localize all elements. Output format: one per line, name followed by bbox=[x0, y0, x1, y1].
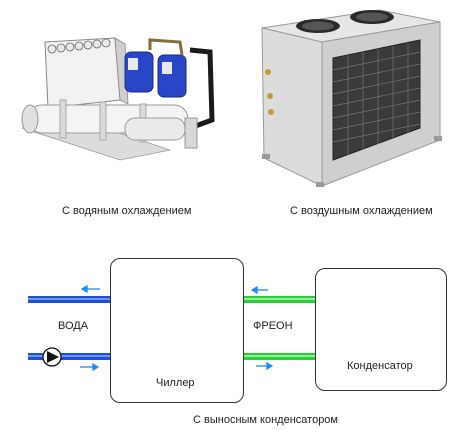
freon-pipes bbox=[243, 296, 316, 360]
chiller-label: Чиллер bbox=[156, 377, 195, 389]
air-cooled-caption: С воздушным охлаждением bbox=[290, 205, 433, 217]
flow-arrows bbox=[80, 284, 274, 372]
chiller-box bbox=[110, 258, 244, 403]
freon-label: ФРЕОН bbox=[253, 320, 293, 332]
water-pipes bbox=[28, 296, 110, 360]
air-cooled-unit-image bbox=[261, 9, 442, 187]
water-cooled-chiller-image bbox=[21, 37, 215, 161]
remote-condenser-caption: С выносным конденсатором bbox=[193, 414, 338, 426]
condenser-label: Конденсатор bbox=[347, 360, 413, 372]
pump-icon bbox=[42, 347, 62, 367]
water-label: ВОДА bbox=[58, 320, 89, 332]
water-cooled-caption: С водяным охлаждением bbox=[62, 205, 192, 217]
condenser-box bbox=[315, 268, 447, 391]
